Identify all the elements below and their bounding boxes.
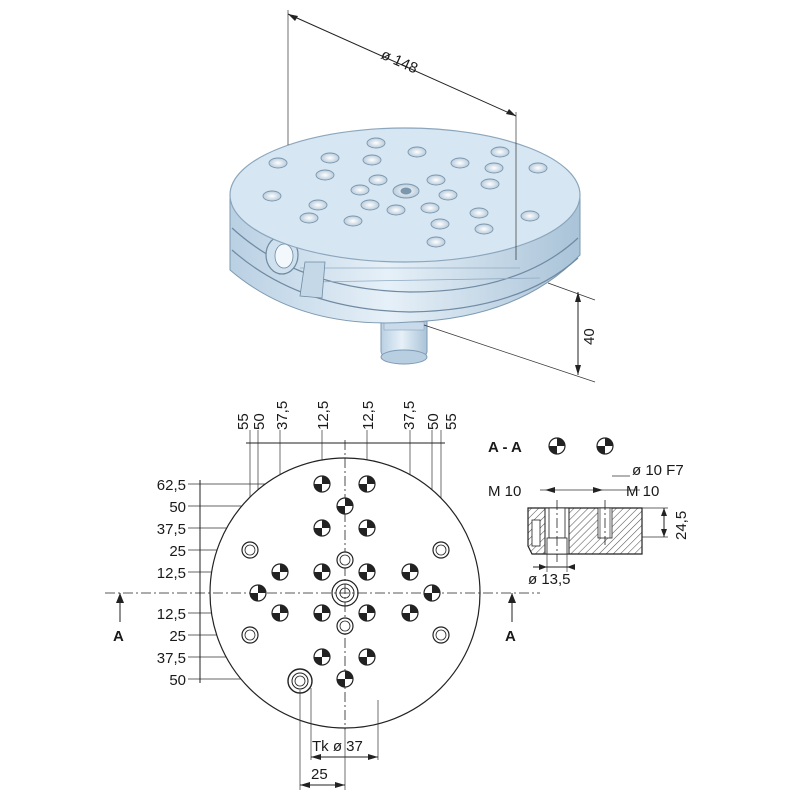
locating-hole — [249, 584, 267, 602]
top-dim-8: 55 — [443, 413, 460, 430]
center-bore — [331, 579, 359, 607]
counterbore-label: ø 13,5 — [528, 571, 571, 588]
locating-hole — [423, 584, 441, 602]
section-label-left: A — [113, 628, 124, 645]
top-dim-4: 12,5 — [315, 401, 332, 430]
section-markers: A A — [113, 593, 516, 645]
left-dim-6: 12,5 — [157, 606, 186, 623]
section-title: A - A — [488, 439, 522, 456]
left-dim-9: 50 — [169, 672, 186, 689]
left-dim-3: 37,5 — [157, 521, 186, 538]
clearance-hole — [432, 626, 450, 644]
height-dimension-3d: 40 — [423, 282, 598, 383]
locating-hole — [358, 519, 376, 537]
clearance-hole — [432, 541, 450, 559]
left-dim-labels: 62,5 50 37,5 25 12,5 12,5 25 37,5 50 — [157, 477, 186, 689]
locating-hole — [313, 519, 331, 537]
section-label-right: A — [505, 628, 516, 645]
locating-hole — [271, 604, 289, 622]
top-dim-6: 37,5 — [401, 401, 418, 430]
diameter-label-3d: ø 148 — [378, 46, 420, 77]
top-dim-2: 50 — [251, 413, 268, 430]
locating-hole — [358, 563, 376, 581]
left-dim-2: 50 — [169, 499, 186, 516]
locating-hole — [313, 648, 331, 666]
bore-label: ø 10 F7 — [632, 462, 684, 479]
left-dim-8: 37,5 — [157, 650, 186, 667]
section-height-label: 24,5 — [673, 511, 690, 540]
locating-hole — [401, 563, 419, 581]
locating-hole — [313, 604, 331, 622]
locating-hole — [336, 670, 354, 688]
top-dim-7: 50 — [425, 413, 442, 430]
top-dim-5: 12,5 — [360, 401, 377, 430]
clearance-hole — [241, 541, 259, 559]
isometric-view: ø 148 40 — [229, 10, 598, 383]
plan-view: 55 50 37,5 12,5 12,5 37,5 50 55 62,5 50 … — [105, 401, 540, 790]
thread-right-label: M 10 — [626, 483, 659, 500]
locating-hole — [336, 497, 354, 515]
thread-left-label: M 10 — [488, 483, 521, 500]
left-dim-7: 25 — [169, 628, 186, 645]
top-face-holes — [262, 137, 548, 248]
locating-hole — [271, 563, 289, 581]
section-view: A - A ø 10 F7 M 10 M 10 — [488, 437, 690, 588]
top-dim-3: 37,5 — [274, 401, 291, 430]
clearance-hole — [336, 617, 354, 635]
locating-hole — [401, 604, 419, 622]
height-label-3d: 40 — [581, 328, 598, 345]
locating-hole — [358, 648, 376, 666]
locating-hole — [358, 475, 376, 493]
section-body — [527, 500, 643, 562]
tk-label: Tk ø 37 — [312, 738, 363, 755]
clearance-hole — [336, 551, 354, 569]
top-dim-labels: 55 50 37,5 12,5 12,5 37,5 50 55 — [235, 401, 460, 430]
left-dim-5: 12,5 — [157, 565, 186, 582]
section-top-holes — [548, 437, 614, 455]
top-dim-1: 55 — [235, 413, 252, 430]
locating-hole — [313, 475, 331, 493]
left-dim-1: 62,5 — [157, 477, 186, 494]
tk-dimension: Tk ø 37 — [310, 688, 379, 760]
locating-hole — [358, 604, 376, 622]
left-dim-4: 25 — [169, 543, 186, 560]
locating-spigot — [380, 314, 428, 365]
locating-hole — [313, 563, 331, 581]
offset-label: 25 — [311, 766, 328, 783]
plan-holes — [241, 475, 450, 694]
clearance-hole — [241, 626, 259, 644]
offset-dimension: 25 — [299, 690, 346, 790]
